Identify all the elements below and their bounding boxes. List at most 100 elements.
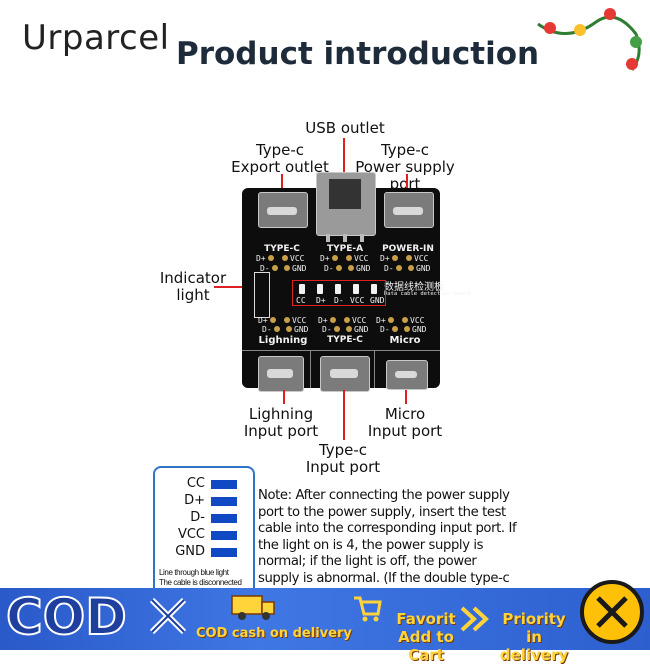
pad	[404, 326, 410, 332]
micro-input-port[interactable]	[386, 360, 428, 390]
add-to-cart-text[interactable]: Favorit Add to Cart	[388, 610, 464, 664]
legend-footer-line2: The cable is disconnected	[159, 578, 242, 587]
legend-bar	[211, 531, 237, 540]
indicator-led-cc	[299, 284, 305, 294]
board-divider	[374, 350, 375, 388]
pad	[346, 255, 352, 261]
indicator-led-dminus	[335, 284, 341, 294]
pad-label: D-	[324, 264, 334, 273]
pad	[334, 326, 340, 332]
board-chinese-label: 数据线检测板	[384, 282, 444, 293]
cart-icon	[354, 596, 382, 622]
pad-label: D+	[380, 254, 390, 263]
lightning-line1: Lighning	[248, 405, 314, 423]
pad	[268, 255, 274, 261]
board-label-lightning: Lighning	[258, 335, 308, 346]
pad-label: D+	[320, 254, 330, 263]
typec-power-port[interactable]	[384, 192, 434, 228]
typec-input-label: Type-c Input port	[298, 442, 388, 476]
indicator-led-gnd	[371, 284, 377, 294]
pad-label: GND	[356, 264, 371, 273]
pad-label: D-	[262, 325, 272, 334]
led-label-dminus: D-	[334, 296, 344, 305]
board-label-power-in: POWER-IN	[382, 244, 434, 254]
legend-label: CC	[186, 476, 205, 491]
usb-outlet-arrow	[343, 138, 345, 172]
pad	[270, 317, 276, 323]
led-label-vcc: VCC	[350, 296, 365, 305]
cod-logo: COD	[5, 587, 128, 647]
legend-label: VCC	[177, 527, 205, 542]
legend-label: D-	[190, 510, 205, 525]
pad-label: GND	[292, 264, 307, 273]
usb-a-port[interactable]	[316, 172, 376, 236]
pad	[344, 317, 350, 323]
pad-label: VCC	[410, 316, 425, 325]
pad-label: D+	[318, 316, 328, 325]
pad-label: D-	[260, 264, 270, 273]
indicator-line1: Indicator	[159, 269, 227, 287]
typec-power-arrow	[406, 174, 408, 194]
typec-export-port[interactable]	[258, 192, 308, 228]
usb-a-pin-3	[360, 234, 364, 242]
legend-row: CC	[155, 476, 251, 493]
board-label-typec-bottom: TYPE-C	[327, 335, 363, 345]
typec-export-line1: Type-c	[255, 141, 305, 159]
pad-label: GND	[354, 325, 369, 334]
legend-label: GND	[175, 544, 205, 559]
typec-input-line2: Input port	[305, 458, 381, 476]
pad	[330, 317, 336, 323]
pad	[284, 317, 290, 323]
pad-label: D-	[384, 264, 394, 273]
pad-label: VCC	[292, 316, 307, 325]
pad-label: D-	[322, 325, 332, 334]
priority-line1: Priority in	[502, 610, 566, 646]
delivery-truck-icon	[231, 595, 275, 620]
legend-bar	[211, 480, 237, 489]
board-divider	[310, 350, 311, 388]
page-title: Product introduction	[176, 36, 540, 72]
pad-label: D+	[256, 254, 266, 263]
lightning-input-label: Lighning Input port	[236, 406, 326, 440]
pad-label: VCC	[354, 254, 369, 263]
indicator-led-dplus	[317, 284, 323, 294]
pad	[348, 265, 354, 271]
typec-input-port[interactable]	[320, 356, 370, 392]
pad	[272, 265, 278, 271]
typec-export-label: Type-c Export outlet	[230, 142, 330, 176]
pad	[388, 317, 394, 323]
usb-a-slot	[329, 179, 361, 209]
indicator-line2: light	[176, 286, 210, 304]
cod-cash-text: COD cash on delivery	[196, 626, 352, 641]
pad-label: VCC	[414, 254, 429, 263]
pad	[336, 265, 342, 271]
pad-label: GND	[412, 325, 427, 334]
double-chevron-icon	[460, 606, 489, 632]
pad	[282, 255, 288, 261]
pad	[274, 326, 280, 332]
led-label-gnd: GND	[370, 296, 385, 305]
pad	[406, 255, 412, 261]
typec-input-arrow	[343, 390, 345, 440]
pad-label: GND	[294, 325, 309, 334]
brand-logo: Urparcel	[22, 18, 170, 58]
indicator-led-box	[292, 280, 386, 306]
lightning-input-port[interactable]	[258, 356, 304, 392]
tools-icon	[149, 597, 187, 635]
legend-footer: Line through blue light The cable is dis…	[159, 568, 251, 588]
led-legend: CC D+ D- VCC GND Line through blue light…	[153, 466, 255, 596]
pad-label: VCC	[352, 316, 367, 325]
micro-input-label: Micro Input port	[360, 406, 450, 440]
legend-bar	[211, 548, 237, 557]
side-led-strip	[254, 272, 270, 318]
pad	[392, 255, 398, 261]
favorit-line: Favorit	[396, 610, 456, 628]
board-divider	[242, 350, 440, 351]
led-label-cc: CC	[296, 296, 306, 305]
usb-a-pin-1	[326, 234, 330, 242]
micro-line1: Micro	[384, 405, 426, 423]
typec-power-line1: Type-c	[380, 141, 430, 159]
micro-arrow	[405, 390, 407, 404]
board-label-typec-top: TYPE-C	[264, 244, 300, 254]
legend-footer-line1: Line through blue light	[159, 568, 229, 577]
